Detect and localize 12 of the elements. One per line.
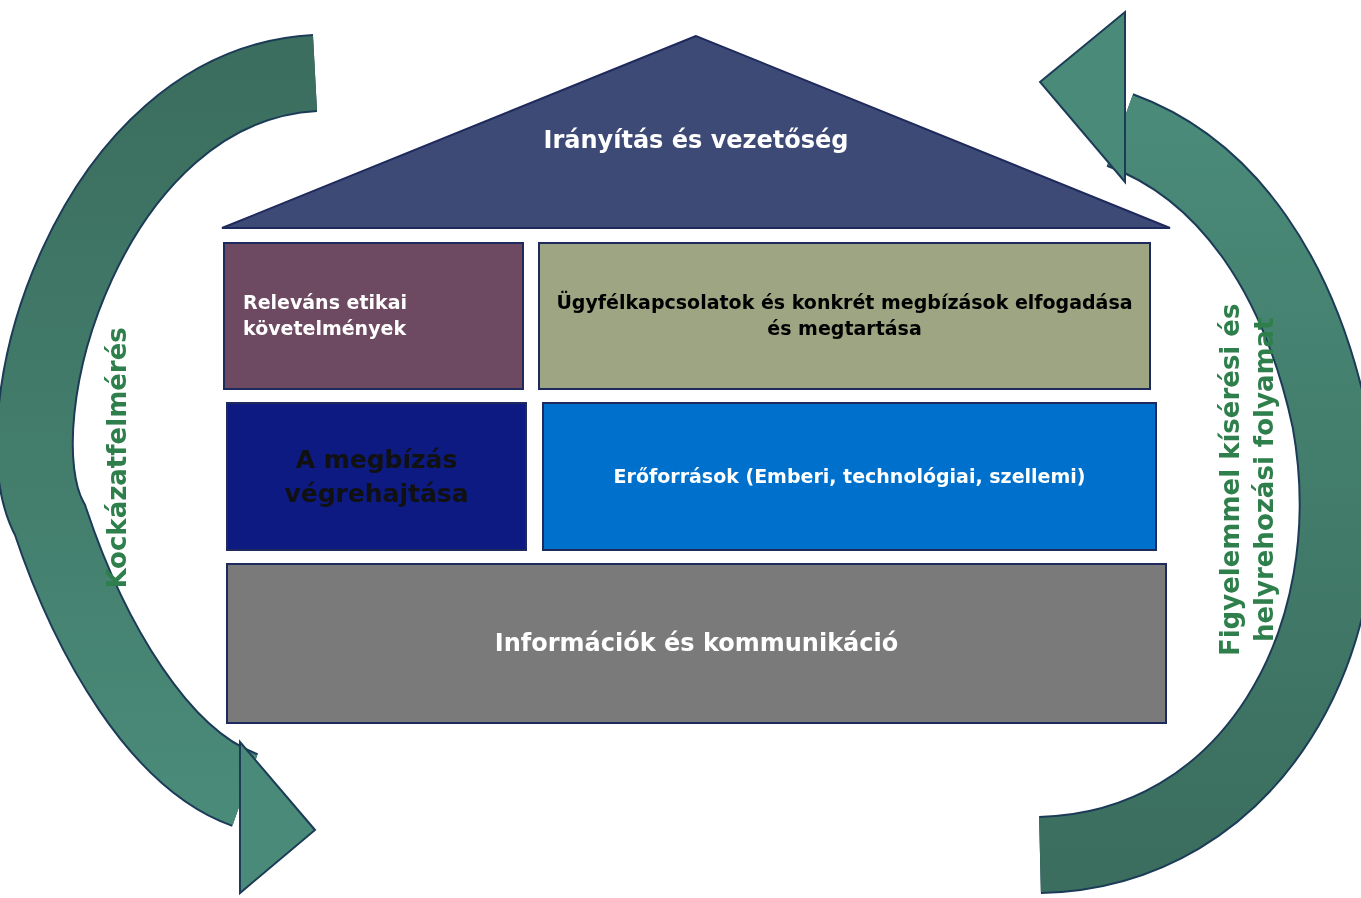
box-label: Ügyfélkapcsolatok és konkrét megbízások elfogadása és megtartása <box>555 290 1134 341</box>
process-box <box>226 402 527 551</box>
box-label: Irányítás és vezetőség <box>543 125 849 156</box>
box-label: Információk és kommunikáció <box>494 628 899 660</box>
box-label: A megbízás végrehajtása <box>283 443 470 510</box>
process-box <box>542 402 1157 551</box>
process-box <box>223 242 524 390</box>
process-box <box>226 563 1167 724</box>
roof-triangle <box>220 34 1172 230</box>
process-box <box>538 242 1151 390</box>
box-label: Releváns etikai követelmények <box>243 290 409 341</box>
box-label: Erőforrások (Emberi, technológiai, szellemi) <box>613 463 1086 489</box>
